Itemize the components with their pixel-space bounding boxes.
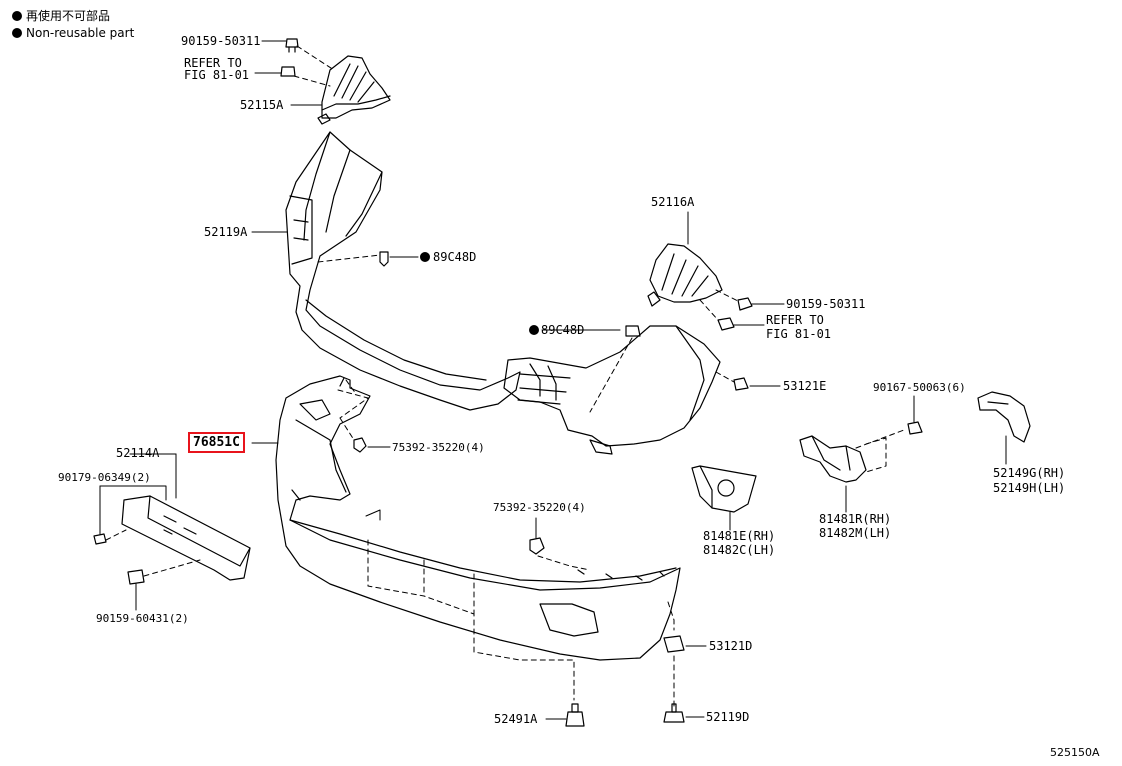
bumper-reinforcement-52119a bbox=[285, 131, 521, 411]
bolt-90159-60431 bbox=[127, 569, 145, 585]
bumper-cover-76851c bbox=[275, 375, 681, 661]
splash-cover-52149g bbox=[977, 391, 1031, 443]
figure-number: 525150A bbox=[1050, 746, 1100, 759]
fig-ref-label-right[interactable]: FIG 81-01 bbox=[766, 327, 832, 341]
fig-ref-label[interactable]: FIG 81-01 bbox=[184, 68, 250, 82]
part-label-53121d[interactable]: 53121D bbox=[709, 639, 753, 653]
part-label-75392-35220-upper[interactable]: 75392-35220(4) bbox=[392, 441, 485, 454]
bolt-52491a bbox=[565, 703, 585, 727]
part-label-52149h[interactable]: 52149H(LH) bbox=[993, 481, 1066, 495]
bumper-extension bbox=[503, 325, 721, 455]
part-label-81482m[interactable]: 81482M(LH) bbox=[819, 526, 892, 540]
license-bracket-52114a bbox=[121, 495, 251, 581]
legend-text-jp: 再使用不可部品 bbox=[26, 9, 111, 23]
part-label-90159-50311[interactable]: 90159-50311 bbox=[181, 34, 261, 48]
screw-53121e bbox=[733, 377, 749, 391]
part-label-76851c-highlighted[interactable]: 76851C bbox=[188, 432, 245, 453]
part-label-90179-06349[interactable]: 90179-06349(2) bbox=[58, 471, 151, 484]
fog-cover-81481e bbox=[691, 465, 757, 513]
part-label-52115a[interactable]: 52115A bbox=[240, 98, 284, 112]
non-reusable-dot-icon bbox=[12, 11, 22, 21]
clip-75392-lower bbox=[529, 537, 545, 555]
screw-90167-50063 bbox=[907, 421, 923, 435]
non-reusable-marker-lower bbox=[529, 325, 539, 335]
bolt-52119d bbox=[663, 703, 685, 723]
fog-bracket-81481r bbox=[799, 435, 867, 483]
part-label-90167-50063[interactable]: 90167-50063(6) bbox=[873, 381, 966, 394]
part-label-52116a[interactable]: 52116A bbox=[651, 195, 695, 209]
refer-to-label: REFER TO bbox=[184, 56, 242, 70]
part-label-90159-60431[interactable]: 90159-60431(2) bbox=[96, 612, 189, 625]
part-label-89c48d-upper[interactable]: 89C48D bbox=[433, 250, 477, 264]
bolt-90159-50311-top bbox=[285, 38, 299, 53]
bolt-90159-50311-right bbox=[737, 297, 753, 311]
nut-90179-06349 bbox=[93, 533, 107, 545]
screw-53121d bbox=[663, 635, 685, 653]
legend-text-en: Non-reusable part bbox=[26, 26, 135, 40]
part-label-90159-50311-right[interactable]: 90159-50311 bbox=[786, 297, 866, 311]
refer-to-label-right: REFER TO bbox=[766, 313, 824, 327]
part-label-52114a[interactable]: 52114A bbox=[116, 446, 160, 460]
part-label-89c48d-lower[interactable]: 89C48D bbox=[541, 323, 585, 337]
nut-refer-right bbox=[717, 317, 735, 331]
bracket-52115a bbox=[317, 55, 391, 125]
part-label-52149g[interactable]: 52149G(RH) bbox=[993, 466, 1066, 480]
part-label-81482c[interactable]: 81482C(LH) bbox=[703, 543, 776, 557]
legend-non-reusable-jp: 再使用不可部品 bbox=[12, 9, 110, 24]
clip-75392-upper bbox=[353, 437, 367, 453]
non-reusable-marker-upper bbox=[420, 252, 430, 262]
part-label-53121e[interactable]: 53121E bbox=[783, 379, 827, 393]
part-label-52491a[interactable]: 52491A bbox=[494, 712, 538, 726]
part-label-75392-35220-lower[interactable]: 75392-35220(4) bbox=[493, 501, 586, 514]
nut-refer-top bbox=[280, 66, 296, 77]
part-label-81481r[interactable]: 81481R(RH) bbox=[819, 512, 892, 526]
part-label-52119d[interactable]: 52119D bbox=[706, 710, 750, 724]
legend-non-reusable-en: Non-reusable part bbox=[12, 26, 134, 41]
bracket-52116a bbox=[647, 211, 723, 307]
clip-89c48d-upper bbox=[379, 251, 389, 267]
non-reusable-dot-icon bbox=[12, 28, 22, 38]
part-label-52119a[interactable]: 52119A bbox=[204, 225, 248, 239]
part-label-81481e[interactable]: 81481E(RH) bbox=[703, 529, 776, 543]
clip-89c48d-lower bbox=[625, 325, 641, 337]
